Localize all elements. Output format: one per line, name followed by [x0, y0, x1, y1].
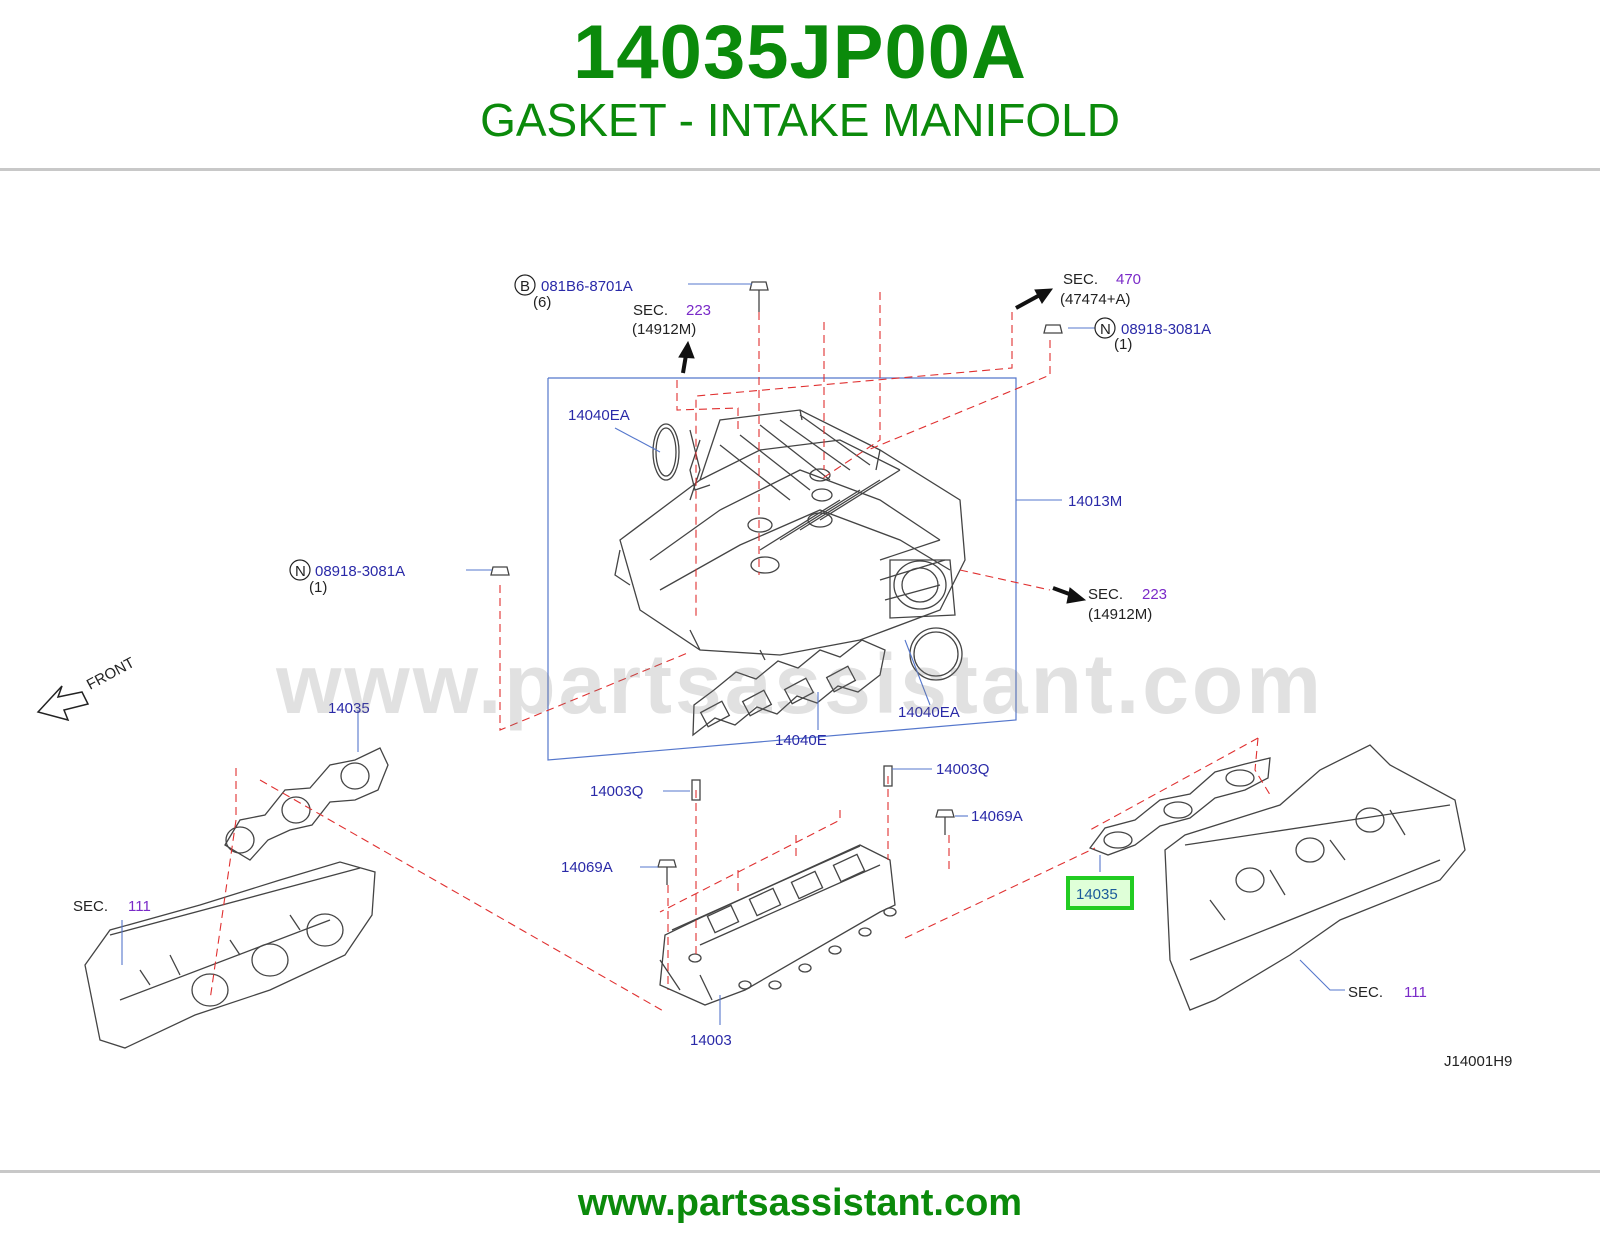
callout-bolt-qty: (6): [533, 294, 551, 311]
lower-manifold-drawing: [659, 844, 897, 1006]
callout-14069a-right[interactable]: 14069A: [971, 808, 1023, 825]
callout-14040ea-bottom[interactable]: 14040EA: [898, 704, 960, 721]
bolt-symbol-circle: [514, 274, 536, 296]
callout-08918-3081a-right[interactable]: 08918-3081A: [1121, 321, 1211, 338]
nut-symbol-right: N: [1100, 321, 1111, 338]
sec-470-word: SEC.: [1063, 271, 1098, 288]
callout-labels: B 081B6-8701A (6) SEC. 223 (14912M) SEC.…: [73, 271, 1512, 1070]
arrow-right-icon: [1052, 586, 1087, 604]
sec-470-link[interactable]: 470: [1116, 271, 1141, 288]
callout-14040ea-top[interactable]: 14040EA: [568, 407, 630, 424]
bolt-symbol: B: [520, 278, 530, 295]
leader-lines: [121, 283, 1345, 1025]
sec-470-ref: (47474+A): [1060, 291, 1130, 308]
callout-14003q-right[interactable]: 14003Q: [936, 761, 989, 778]
footer-site-link[interactable]: www.partsassistant.com: [577, 1182, 1023, 1224]
gasket-14040ea-top-drawing: [652, 423, 680, 481]
sec-223-right-word: SEC.: [1088, 586, 1123, 603]
nut-symbol-circle-left: [289, 559, 311, 581]
collector-frame: [547, 377, 1017, 761]
front-arrow-icon: [36, 685, 90, 722]
callout-081b6-8701a[interactable]: 081B6-8701A: [541, 278, 633, 295]
sec-223-right-ref: (14912M): [1088, 606, 1152, 623]
callout-14069a-left[interactable]: 14069A: [561, 859, 613, 876]
sec-223-right-link[interactable]: 223: [1142, 586, 1167, 603]
callout-14003[interactable]: 14003: [690, 1032, 732, 1049]
callout-14003q-left[interactable]: 14003Q: [590, 783, 643, 800]
highlighted-part-box[interactable]: [1066, 876, 1134, 910]
footer-divider: [0, 1170, 1600, 1173]
nut-symbol-circle-right: [1094, 317, 1116, 339]
nut-qty-left: (1): [309, 579, 327, 596]
gasket-14035-right-drawing: [1088, 757, 1271, 856]
header-divider: [0, 168, 1600, 171]
front-label: FRONT: [84, 654, 138, 693]
sec-223-top-ref: (14912M): [632, 321, 696, 338]
nut-symbol-left: N: [295, 563, 306, 580]
callout-14013m[interactable]: 14013M: [1068, 493, 1122, 510]
upper-collector-drawing: [614, 409, 966, 661]
fasteners-drawing: [490, 281, 1063, 885]
part-number-title: 14035JP00A: [573, 10, 1027, 95]
callout-08918-3081a-left[interactable]: 08918-3081A: [315, 563, 405, 580]
callout-14035-left[interactable]: 14035: [328, 700, 370, 717]
callout-14035-highlighted[interactable]: 14035: [1076, 886, 1118, 903]
sec-223-top-link[interactable]: 223: [686, 302, 711, 319]
callout-14040e[interactable]: 14040E: [775, 732, 827, 749]
direction-arrows: [678, 288, 1087, 604]
sec-111-left-word: SEC.: [73, 898, 108, 915]
sec-111-right-word: SEC.: [1348, 984, 1383, 1001]
gasket-14040e-drawing: [692, 639, 886, 737]
parts-drawing: [84, 281, 1466, 1049]
alignment-lines: [209, 292, 1273, 1013]
sec-111-left-link[interactable]: 111: [128, 898, 151, 915]
part-name-subtitle: GASKET - INTAKE MANIFOLD: [480, 94, 1120, 146]
cylinder-head-right-drawing: [1164, 744, 1466, 1011]
arrow-up-icon: [678, 340, 695, 374]
sec-223-top-word: SEC.: [633, 302, 668, 319]
header: 14035JP00A GASKET - INTAKE MANIFOLD: [0, 0, 1600, 168]
sec-111-right-link[interactable]: 111: [1404, 984, 1427, 1001]
gasket-14035-left-drawing: [224, 747, 389, 861]
nut-qty-right: (1): [1114, 336, 1132, 353]
cylinder-head-left-drawing: [84, 861, 376, 1049]
arrow-up-right-icon: [1015, 288, 1054, 310]
diagram-code: J14001H9: [1444, 1053, 1512, 1070]
